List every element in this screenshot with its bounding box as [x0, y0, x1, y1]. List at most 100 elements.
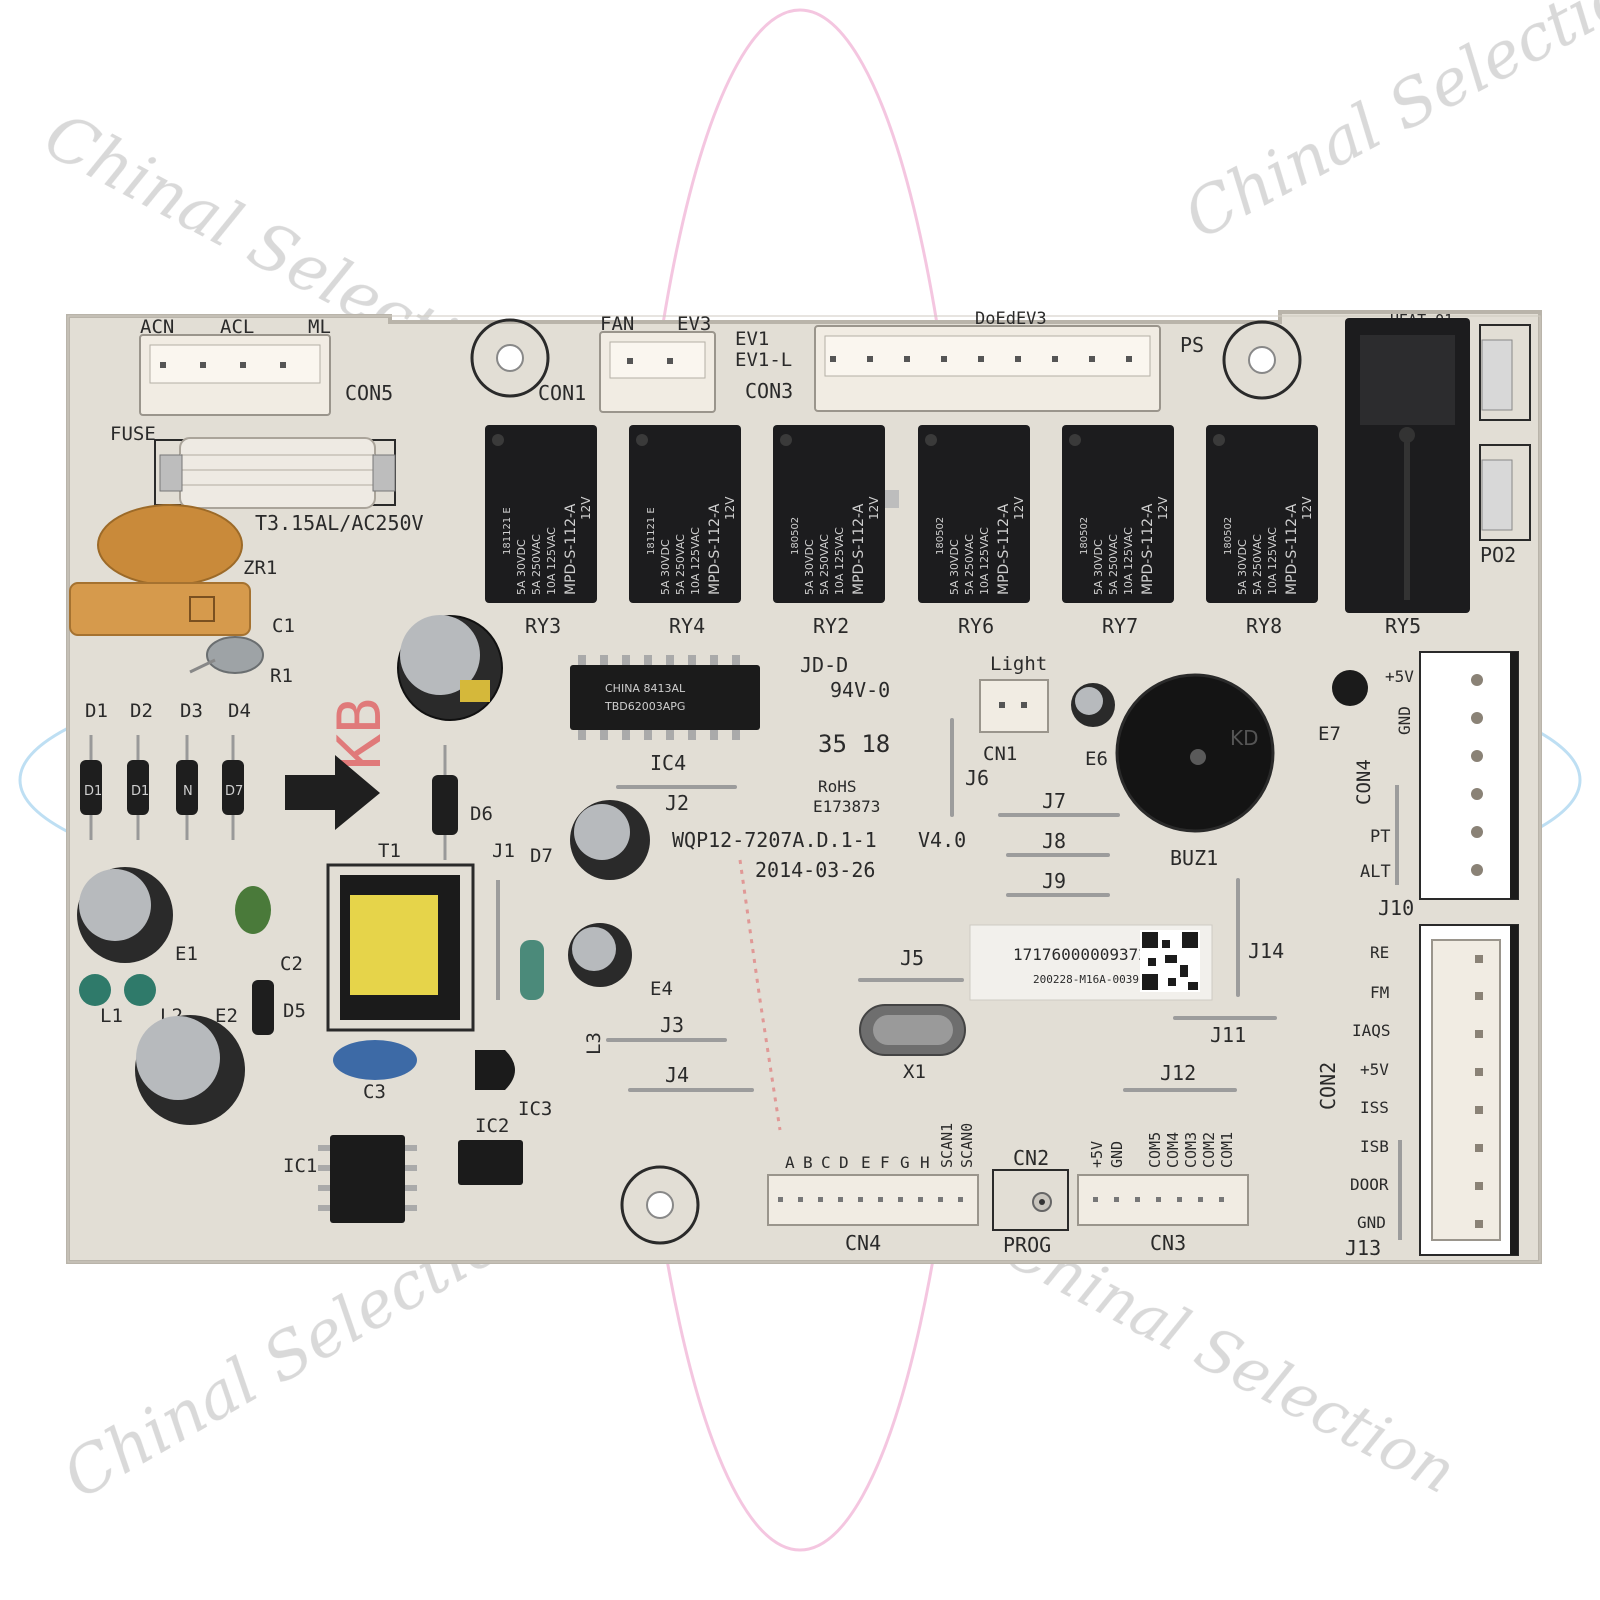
con4-pin-gnd: GND [1395, 706, 1414, 735]
d7-label: D7 [530, 845, 553, 867]
relay-rating: 10A 125VAC [833, 527, 846, 595]
relay-code: 180502 [935, 517, 946, 555]
con2-label: CON2 [1316, 1062, 1340, 1110]
relay-label: RY8 [1246, 614, 1282, 638]
relay-model: MPD-S-112-A [1140, 503, 1156, 595]
sticker-part: 200228-M16A-0039 [1033, 973, 1139, 986]
cn4-pin-g: G [900, 1153, 910, 1172]
relay-label: RY7 [1102, 614, 1138, 638]
certification-block: JD-D 94V-0 35 18 RoHS E173873 WQP12-7207… [672, 653, 966, 882]
x1-label: X1 [903, 1061, 926, 1083]
t1-label: T1 [378, 840, 401, 862]
relay-code: 181121 E [502, 507, 513, 555]
relay-code: 180502 [1079, 517, 1090, 555]
j11-label: J11 [1210, 1023, 1246, 1047]
cn4-pin-e: E [861, 1153, 871, 1172]
relay-rating: 5A 250VAC [963, 534, 976, 595]
j12-label: J12 [1160, 1061, 1196, 1085]
diode-d6: D6 [432, 745, 493, 860]
relay-model: MPD-S-112-A [851, 503, 867, 595]
d1-label: D1 [85, 700, 108, 722]
c3-label: C3 [363, 1081, 386, 1103]
red-marker-streak [738, 859, 782, 1131]
relay-rating: 5A 250VAC [818, 534, 831, 595]
ry5-label: RY5 [1385, 614, 1421, 638]
d5-label: D5 [283, 1000, 306, 1022]
relay-rating: 5A 250VAC [1107, 534, 1120, 595]
cn4-pin-a: A [785, 1153, 795, 1172]
fuse-label: FUSE [110, 423, 156, 445]
diode-mark: D7 [225, 784, 243, 799]
relay-rating: 5A 30VDC [515, 539, 528, 595]
j7-label: J7 [1042, 789, 1066, 813]
relay-code: 180502 [790, 517, 801, 555]
l3-label: L3 [583, 1032, 605, 1055]
relay-rating: 5A 30VDC [948, 539, 961, 595]
watermark-text: Chinal Selection [1173, 0, 1600, 254]
ic2-label: IC2 [475, 1115, 509, 1137]
con1-connector: FAN EV3 CON1 [538, 313, 716, 413]
con1-pin-fan: FAN [600, 313, 634, 335]
relay-label: RY4 [669, 614, 705, 638]
con2-pin-5v: +5V [1360, 1060, 1389, 1079]
mounting-hole [646, 1191, 674, 1219]
e1-label: E1 [175, 943, 198, 965]
j3-label: J3 [660, 1013, 684, 1037]
cn3-bottom-connector: +5V GND COM5 COM4 COM3 COM2 COM1 CN3 [1077, 1132, 1249, 1255]
capacitor-e1: E1 [77, 867, 198, 965]
con3-pin-ev1-l: EV1-L [735, 349, 792, 371]
mounting-hole [620, 1165, 700, 1245]
capacitor-c1: C1 [69, 582, 295, 637]
con2-pin-gnd: GND [1357, 1213, 1386, 1232]
con4-pin-alt: ALT [1360, 862, 1391, 882]
ic1-label: IC1 [283, 1155, 317, 1177]
cn4-pin-scan1: SCAN1 [938, 1123, 956, 1168]
relay-coil: 12V [1156, 496, 1170, 520]
con5-connector: ACN ACL ML CON5 [139, 316, 393, 416]
j2-label: J2 [665, 791, 689, 815]
serial-sticker: 17176000009372 200228-M16A-0039 [969, 924, 1213, 1001]
mounting-holes [470, 318, 1302, 1245]
relay-model: MPD-S-112-A [563, 503, 579, 595]
jumper-labels: J2 J3 J4 J5 J6 J7 J8 J9 J11 J12 J14 [660, 766, 1284, 1087]
con3-header-text: DoEdEV3 [975, 309, 1047, 329]
buzzer-mark: KD [1230, 726, 1259, 750]
jumpers [606, 718, 1277, 1092]
cn3-pin-com4: COM4 [1164, 1132, 1182, 1168]
con4-pin-pt: PT [1370, 827, 1390, 847]
ic4-chip-line2: TBD62003APG [604, 700, 685, 713]
cn3-pin-com1: COM1 [1218, 1132, 1236, 1168]
zr1-label: ZR1 [243, 557, 277, 579]
con4-pin-5v: +5V [1385, 667, 1414, 686]
inductor-l3: L3 [520, 940, 605, 1055]
cn2-prog-connector: CN2 PROG [992, 1146, 1069, 1257]
con1-pin-ev3: EV3 [677, 313, 711, 335]
relay-rating: 10A 125VAC [545, 527, 558, 595]
relay: MPD-S-112-A 10A 125VAC 5A 250VAC 5A 30VD… [918, 425, 1030, 638]
relay-row: MPD-S-112-A 10A 125VAC 5A 250VAC 5A 30VD… [485, 425, 1318, 638]
relay-rating: 10A 125VAC [689, 527, 702, 595]
capacitor-large-top [397, 615, 503, 721]
light-connector-cn1: Light CN1 [979, 653, 1049, 765]
j9-label: J9 [1042, 869, 1066, 893]
con5-pin-acl: ACL [220, 316, 254, 338]
con4-connector: +5V GND PT ALT CON4 J10 [1353, 651, 1519, 920]
relay-label: RY6 [958, 614, 994, 638]
capacitor-d7-cap [570, 800, 650, 880]
flame-rating: 94V-0 [830, 678, 890, 702]
j8-label: J8 [1042, 829, 1066, 853]
cn2-label: CN2 [1013, 1146, 1049, 1170]
capacitor-e7: E7 [1318, 670, 1368, 745]
con1-label: CON1 [538, 381, 586, 405]
con3-top-connector: DoEdEV3 EV1 EV1-L CON3 PS [735, 309, 1204, 412]
j6-label: J6 [965, 766, 989, 790]
relay-coil: 12V [1012, 496, 1026, 520]
j14-label: J14 [1248, 939, 1284, 963]
relay-model: MPD-S-112-A [996, 503, 1012, 595]
transformer-t1: T1 [326, 840, 475, 1032]
cn3-bottom-label: CN3 [1150, 1231, 1186, 1255]
cn4-pin-f: F [880, 1153, 890, 1172]
mounting-hole [1248, 346, 1276, 374]
cn3-pin-com2: COM2 [1200, 1132, 1218, 1168]
